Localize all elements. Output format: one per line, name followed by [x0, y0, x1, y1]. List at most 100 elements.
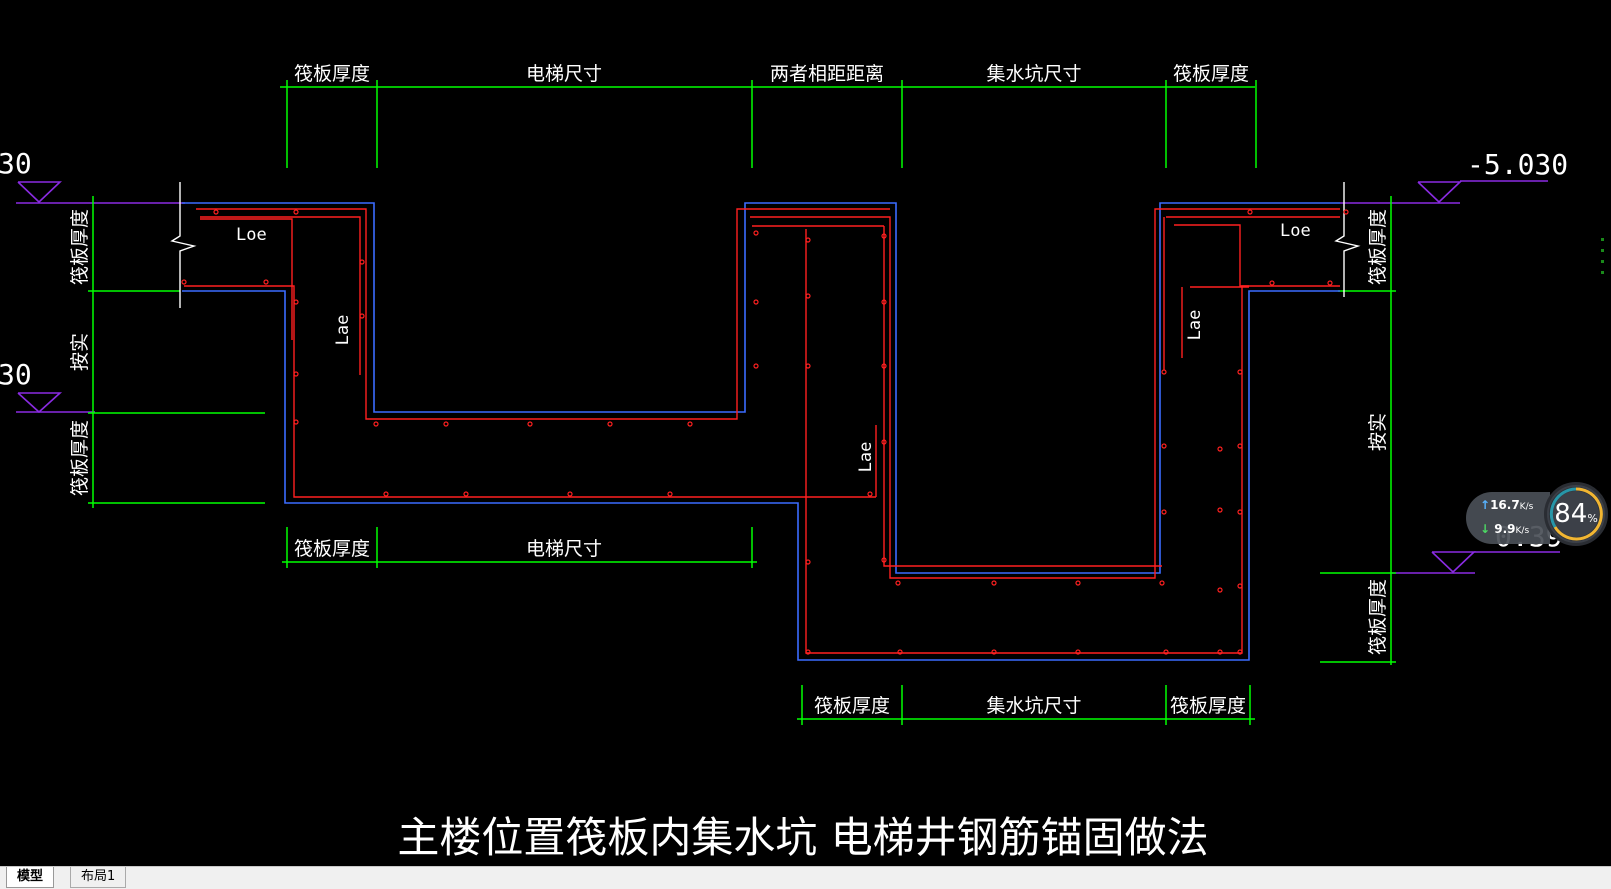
rebar-dot [687, 421, 693, 427]
rebar-dot [1075, 649, 1081, 655]
concrete-outline [182, 202, 1340, 661]
bottom-left-dim-elevator: 电梯尺寸 [526, 538, 602, 560]
anchor-label-lae-right: Lae [1185, 310, 1205, 341]
bottom-right-dim-raft-left: 筏板厚度 [814, 695, 890, 717]
bottom-left-dim-raft: 筏板厚度 [294, 538, 370, 560]
download-arrow-icon: ↓ [1480, 522, 1491, 536]
anchor-label-lae-center: Lae [856, 442, 876, 473]
rebar-dot [1217, 507, 1223, 513]
elevation-left-top: 30 [0, 147, 32, 180]
rebar-dot [881, 439, 887, 445]
bottom-right-dimension-chain [797, 685, 1255, 725]
rebar-dot [1217, 587, 1223, 593]
elevation-left-mid: 30 [0, 358, 32, 391]
left-vdim-raft-top: 筏板厚度 [69, 209, 91, 285]
rebar-dot [1237, 443, 1243, 449]
rebar-dot [1237, 369, 1243, 375]
right-vdim-raft-top: 筏板厚度 [1367, 209, 1389, 285]
rebar-dot [881, 363, 887, 369]
rebar-dot [1237, 583, 1243, 589]
top-dimension-chain [280, 80, 1257, 168]
rebar-dot [805, 237, 811, 243]
network-speed-pill [1466, 492, 1550, 544]
rebar-dot [991, 580, 997, 586]
rebar-dot [373, 421, 379, 427]
rebar-dot [293, 419, 299, 425]
rebar-dot [293, 299, 299, 305]
viewport-edge-marks [1601, 238, 1604, 274]
left-vertical-dimension [88, 196, 265, 508]
rebar-dot [293, 209, 299, 215]
left-vdim-actual: 按实 [69, 333, 91, 371]
rebar-dot [881, 233, 887, 239]
rebar-dot [463, 491, 469, 497]
rebar-dot [567, 491, 573, 497]
memory-usage-gauge[interactable]: 84% [1544, 482, 1608, 546]
rebar-dot [1161, 509, 1167, 515]
rebar-dot [1269, 280, 1275, 286]
rebar-dot [293, 371, 299, 377]
rebar-dot [1075, 580, 1081, 586]
right-vertical-dimension [1320, 196, 1396, 665]
anchor-label-lae-left: Lae [333, 315, 353, 346]
layout-tab-bar: 模型 布局1 [0, 866, 1611, 889]
rebar-dot [805, 649, 811, 655]
gauge-ring-icon [1549, 487, 1603, 541]
rebar-dot [753, 299, 759, 305]
rebar-dot [1159, 580, 1165, 586]
rebar-dot [897, 649, 903, 655]
rebar-dot [1237, 509, 1243, 515]
top-dim-distance: 两者相距距离 [770, 63, 884, 85]
rebar-dot [1237, 649, 1243, 655]
rebar-dot [667, 491, 673, 497]
cad-drawing-viewport[interactable]: 筏板厚度 电梯尺寸 两者相距距离 集水坑尺寸 筏板厚度 30 30 -5.030… [0, 0, 1611, 866]
rebar-dot [213, 209, 219, 215]
elevation-right-top: -5.030 [1467, 148, 1568, 181]
rebar-dot [1163, 649, 1169, 655]
rebar-dot [1217, 446, 1223, 452]
rebar-dot [881, 299, 887, 305]
upload-speed: ↑16.7K/s [1480, 498, 1534, 512]
rebar-dot [1161, 369, 1167, 375]
top-dim-pit: 集水坑尺寸 [986, 63, 1081, 85]
top-dim-raft-right: 筏板厚度 [1173, 63, 1249, 85]
rebar-dot [991, 649, 997, 655]
bottom-right-dim-raft-right: 筏板厚度 [1170, 695, 1246, 717]
rebar-dot [895, 580, 901, 586]
rebar-dots [181, 209, 1349, 655]
level-markers [16, 180, 1560, 574]
rebar-dot [805, 293, 811, 299]
anchor-label-loe-left: Loe [236, 225, 267, 245]
bottom-left-dimension-chain [282, 527, 757, 568]
break-lines [170, 182, 1361, 308]
rebar-dot [805, 559, 811, 565]
rebar-dot [753, 363, 759, 369]
gauge-value: 84% [1554, 499, 1598, 529]
left-vdim-raft-bottom: 筏板厚度 [69, 420, 91, 496]
download-speed: ↓ 9.9K/s [1480, 522, 1530, 536]
rebar-dot [1343, 209, 1349, 215]
rebar-dot [527, 421, 533, 427]
rebar-dot [359, 259, 365, 265]
rebar-dot [1217, 649, 1223, 655]
rebar-dot [181, 279, 187, 285]
tab-model[interactable]: 模型 [6, 867, 55, 888]
rebar-dot [359, 313, 365, 319]
network-speed-widget[interactable]: ↑16.7K/s ↓ 9.9K/s 84% [1466, 482, 1608, 556]
rebar-dot [805, 363, 811, 369]
drawing-title: 主楼位置筏板内集水坑 电梯井钢筋锚固做法 [397, 813, 1208, 862]
rebar-dot [881, 557, 887, 563]
right-vdim-actual: 按实 [1367, 413, 1389, 451]
tab-layout1[interactable]: 布局1 [70, 867, 127, 888]
rebar-dot [383, 491, 389, 497]
top-dim-elevator: 电梯尺寸 [526, 63, 602, 85]
rebar-dot [1247, 209, 1253, 215]
rebar-dot [443, 421, 449, 427]
rebar-dot [607, 421, 613, 427]
rebar-dot [867, 491, 873, 497]
rebar-dot [1327, 280, 1333, 286]
upload-arrow-icon: ↑ [1480, 498, 1491, 512]
bottom-right-dim-pit: 集水坑尺寸 [986, 695, 1081, 717]
rebar-dot [753, 230, 759, 236]
cad-drawing-canvas: 筏板厚度 电梯尺寸 两者相距距离 集水坑尺寸 筏板厚度 30 30 -5.030… [0, 63, 1568, 862]
